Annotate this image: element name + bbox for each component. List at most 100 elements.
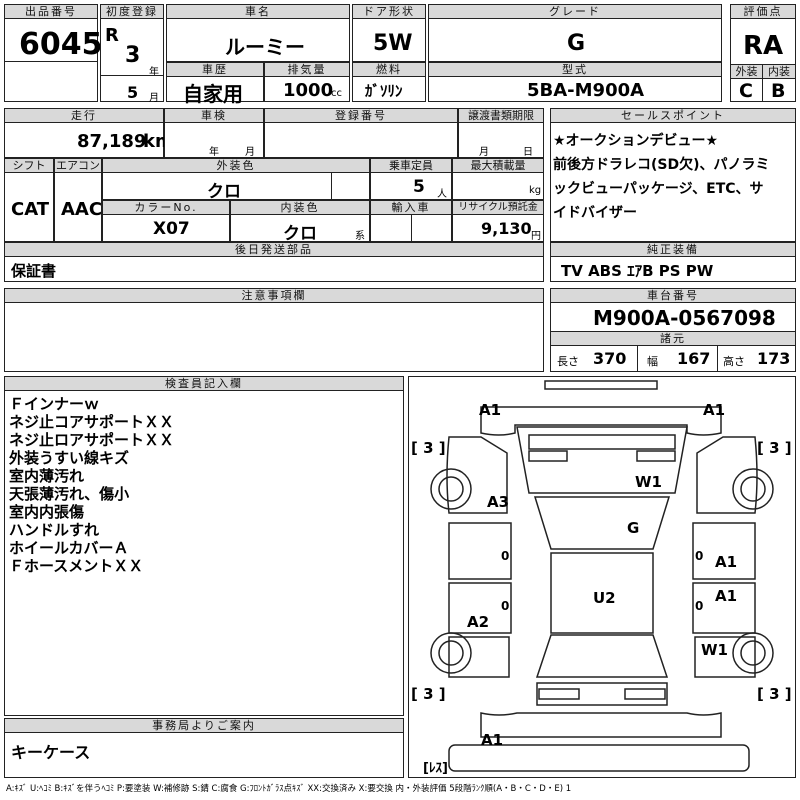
inspector-line: ホイールカバーＡ [9,539,129,557]
equipment-cell: 純正装備 TV ABS ｴｱB PS PW [550,242,796,282]
inspector-list: Ｆインナーｗ ネジ止コアサポートＸＸ ネジ止ロアサポートＸＸ 外装うすい線キズ … [9,395,174,575]
score-cell: 評価点 RA 外装 内装 C B [730,4,796,102]
later-parts: 保証書 [11,262,57,280]
selling-points-label: セールスポイント [550,108,796,123]
damage-front-left: A1 [479,401,502,419]
selling-line: ★オークションデビュー★ [553,133,719,149]
tire-front-right: [ 3 ] [757,439,792,457]
inspector-line: ＦホースメントＸＸ [9,557,144,575]
grade-label: グレード [428,4,722,19]
doors-label: ドア形状 [352,4,426,19]
score: RA [743,31,784,61]
displacement-cell: 排気量 1000 cc [264,62,350,102]
selling-points-cell: セールスポイント ★オークションデビュー★ 前後方ドラレコ(SD欠)、パノラミ … [550,108,796,242]
lot-number: 6045 [19,27,103,62]
displacement-label: 排気量 [264,62,350,77]
inspector-line: ハンドルすれ [9,521,100,539]
fuel-cell: 燃料 ｶﾞｿﾘﾝ [352,62,426,102]
score-label: 評価点 [730,4,796,19]
ac-label: エアコン [54,158,102,173]
ac-cell: エアコン AAC [54,158,102,242]
year-unit: 年 [149,67,159,78]
chassis-number: M900A-0567098 [593,306,776,330]
maxload-label: 最大積載量 [452,158,544,173]
regno-label: 登録番号 [264,108,458,123]
selling-points-text: ★オークションデビュー★ 前後方ドラレコ(SD欠)、パノラミ ックビューパッケー… [553,129,770,225]
damage-glass: G [627,519,640,537]
car-outline [430,380,774,772]
office-cell: 事務局よりご案内 キーケース [4,718,404,778]
width: 167 [677,349,711,368]
color: クロ [207,182,241,202]
transfer-month: 月 [479,147,489,158]
chassis-cell: 車台番号 M900A-0567098 諸元 長さ 370 幅 167 高さ 17… [550,288,796,372]
lot-label: 出品番号 [4,4,98,19]
tire-rear-left: [ 3 ] [411,685,446,703]
lot-cell: 出品番号 6045 [4,4,103,102]
insp-month-unit: 月 [245,147,255,158]
inspector-line: 天張薄汚れ、傷小 [9,485,130,503]
history-label: 車歴 [166,62,264,77]
shift-cell: シフト CAT [4,158,54,242]
length: 370 [593,349,627,368]
interior-label: 内装 [762,64,796,79]
selling-line: イドバイザー [553,205,637,221]
equipment: TV ABS ｴｱB PS PW [561,262,714,280]
color-cell: 外装色 クロ [102,158,370,202]
grade: G [567,31,586,56]
legend: A:ｷｽﾞ U:ﾍｺﾐ B:ｷｽﾞを伴うﾍｺﾐ P:要塗装 W:補修跡 S:錆 … [6,784,572,794]
fuel: ｶﾞｿﾘﾝ [365,82,403,100]
transfer-day: 日 [523,147,533,158]
colorno-cell: カラーNo. X07 [102,200,230,242]
color-label: 外装色 [102,158,370,173]
colorno-label: カラーNo. [102,200,230,215]
exterior-grade: C [739,80,753,102]
mileage: 87,189 [77,131,147,152]
chassis-label: 車台番号 [550,288,796,303]
car-name: ルーミー [225,35,305,59]
reg-month: 5 [127,83,139,102]
model-label: 型式 [428,62,722,77]
notes-cell: 注意事項欄 [4,288,544,372]
inspector-label: 検査員記入欄 [4,376,404,391]
marker-zero: 0 [501,549,510,563]
inspection-label: 車検 [164,108,264,123]
first-registration-cell: 初度登録 R 3 年 5 月 [100,4,164,104]
spare-tire: [ﾚｽ] [423,761,448,776]
damage-hood: W1 [635,473,662,491]
specs-label: 諸元 [550,331,796,346]
damage-right-door1: A1 [715,553,738,571]
inspection-cell: 車検 年 月 [164,108,264,158]
damage-left-front: A3 [487,493,510,511]
shift-label: シフト [4,158,54,173]
inspector-line: 外装うすい線キズ [9,449,130,467]
selling-line: 前後方ドラレコ(SD欠)、パノラミ [553,157,770,173]
recycle: 9,130 [481,219,532,238]
damage-rear: A1 [481,731,504,749]
later-parts-cell: 後日発送部品 保証書 [4,242,544,282]
exterior-label: 外装 [730,64,763,79]
tire-front-left: [ 3 ] [411,439,446,457]
displacement-unit: cc [331,88,342,99]
length-label: 長さ [557,355,579,368]
maxload-cell: 最大積載量 kg [452,158,544,200]
damage-right-door2: A1 [715,587,738,605]
ac: AAC [61,199,103,220]
tire-rear-right: [ 3 ] [757,685,792,703]
later-parts-label: 後日発送部品 [4,242,544,257]
era: R [105,25,119,46]
import-label: 輸入車 [370,200,452,215]
regno-cell: 登録番号 [264,108,458,158]
inspector-line: Ｆインナーｗ [9,395,100,413]
inspector-line: 室内薄汚れ [9,467,85,485]
inspector-line: 室内内張傷 [9,503,85,521]
intcolor-unit: 系 [355,231,365,242]
damage-roof: U2 [593,589,616,607]
capacity-unit: 人 [437,189,447,200]
fuel-label: 燃料 [352,62,426,77]
name-label: 車名 [166,4,350,19]
month-unit: 月 [149,93,159,104]
office-note: キーケース [11,743,91,762]
intcolor-label: 内装色 [230,200,370,215]
interior-grade: B [771,80,786,102]
